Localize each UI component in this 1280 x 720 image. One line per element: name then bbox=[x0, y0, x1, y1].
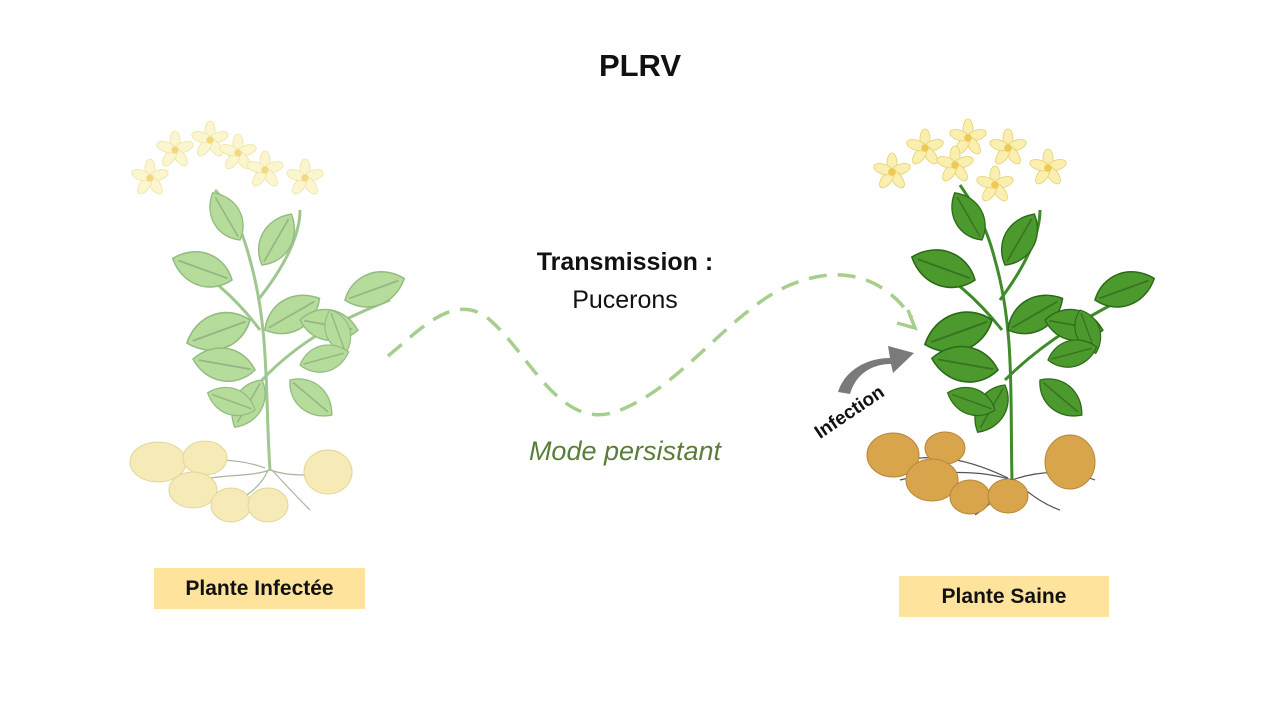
transmission-path-arrowhead bbox=[896, 309, 918, 331]
healthy-plant-tubers bbox=[866, 431, 1096, 515]
infected-plant-flowers bbox=[129, 120, 326, 197]
transmission-vector: Pucerons bbox=[572, 286, 678, 314]
infected-plant-tubers bbox=[129, 440, 353, 523]
infected-plant-label: Plante Infectée bbox=[154, 568, 365, 609]
healthy-plant-flowers bbox=[871, 118, 1069, 204]
transmission-heading: Transmission : bbox=[536, 248, 714, 276]
mode-label: Mode persistant bbox=[528, 436, 722, 466]
infected-plant bbox=[129, 120, 411, 523]
infected-plant-leaves bbox=[166, 184, 411, 436]
transmission-path bbox=[386, 273, 918, 417]
diagram-title: PLRV bbox=[598, 48, 682, 83]
infection-arrow bbox=[838, 346, 914, 394]
healthy-plant-leaves bbox=[904, 184, 1161, 441]
healthy-plant-label: Plante Saine bbox=[899, 576, 1109, 617]
healthy-plant bbox=[866, 118, 1161, 516]
